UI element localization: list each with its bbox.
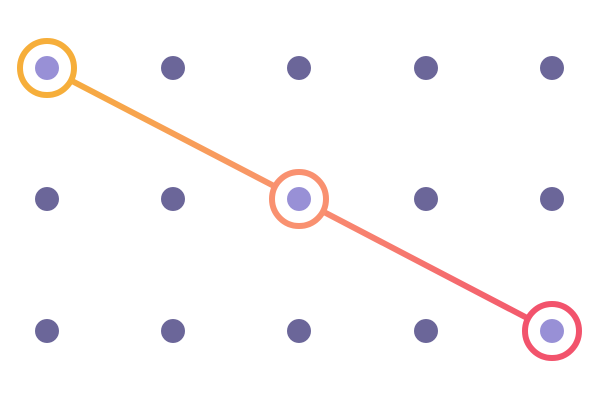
pattern-dot[interactable] [35, 319, 59, 343]
pattern-dot-selected[interactable] [35, 56, 59, 80]
pattern-dot[interactable] [540, 187, 564, 211]
pattern-dot[interactable] [287, 56, 311, 80]
pattern-dot[interactable] [161, 319, 185, 343]
pattern-connector-line [44, 65, 302, 202]
pattern-dot[interactable] [161, 56, 185, 80]
pattern-dot[interactable] [414, 319, 438, 343]
pattern-dot[interactable] [161, 187, 185, 211]
pattern-dots [35, 56, 564, 343]
pattern-dot[interactable] [414, 56, 438, 80]
pattern-dot[interactable] [540, 56, 564, 80]
pattern-dot-selected[interactable] [540, 319, 564, 343]
pattern-dot[interactable] [35, 187, 59, 211]
pattern-dot[interactable] [414, 187, 438, 211]
pattern-connector-line [296, 196, 555, 334]
pattern-dot-selected[interactable] [287, 187, 311, 211]
pattern-connector-lines [44, 65, 555, 334]
pattern-dot[interactable] [287, 319, 311, 343]
